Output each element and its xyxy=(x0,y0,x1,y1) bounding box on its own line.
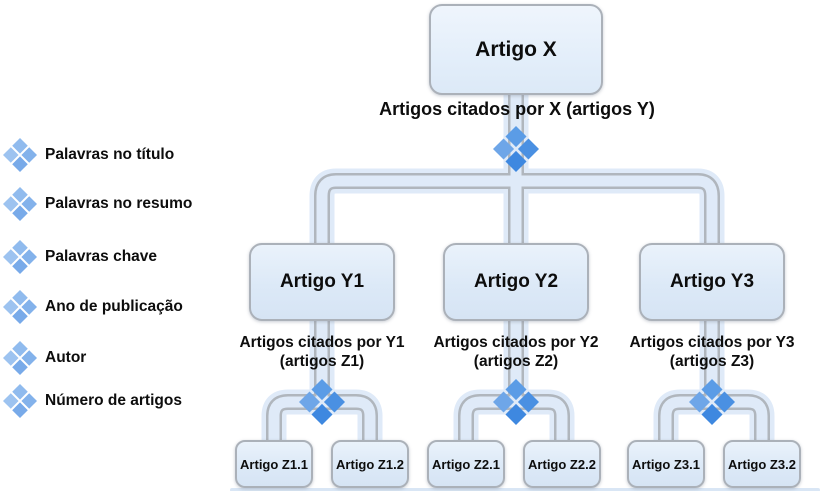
legend-item-label: Autor xyxy=(45,349,87,366)
node-artigo-z3-1: Artigo Z3.1 xyxy=(627,440,705,488)
legend-item-label: Ano de publicação xyxy=(45,298,183,315)
branch-junction-icon xyxy=(493,379,539,425)
node-label: Artigo Y3 xyxy=(669,271,755,292)
branch-caption-y2: Artigos citados por Y2 (artigos Z2) xyxy=(406,333,626,371)
diamond-cluster-icon xyxy=(3,290,37,324)
caption-line: (artigos Z2) xyxy=(473,353,559,370)
diamond-cluster-icon xyxy=(3,187,37,221)
legend-item-label: Palavras no resumo xyxy=(45,195,193,212)
caption-line: Artigos citados por Y1 xyxy=(239,334,405,351)
caption-line: Artigos citados por Y3 xyxy=(629,334,795,351)
node-artigo-z2-1: Artigo Z2.1 xyxy=(427,440,505,488)
node-artigo-x: Artigo X xyxy=(429,4,603,95)
diamond-cluster-icon xyxy=(3,341,37,375)
node-label: Artigo Z1.2 xyxy=(336,456,404,472)
root-caption: Artigos citados por X (artigos Y) xyxy=(379,99,655,119)
branch-caption-y1: Artigos citados por Y1 (artigos Z1) xyxy=(212,333,432,371)
node-artigo-y2: Artigo Y2 xyxy=(443,243,589,321)
branch-caption-y3: Artigos citados por Y3 (artigos Z3) xyxy=(602,333,822,371)
node-artigo-z1-2: Artigo Z1.2 xyxy=(331,440,409,488)
diamond-cluster-icon xyxy=(3,240,37,274)
node-label: Artigo Y1 xyxy=(279,271,365,292)
diamond-cluster-icon xyxy=(3,138,37,172)
legend-item: Autor xyxy=(3,341,86,375)
bottom-edge-strip xyxy=(230,488,820,491)
node-artigo-z3-2: Artigo Z3.2 xyxy=(723,440,801,488)
legend-item-label: Número de artigos xyxy=(45,392,182,409)
legend-item-label: Palavras chave xyxy=(45,248,158,265)
caption-line: (artigos Z3) xyxy=(669,353,755,370)
legend-item: Palavras no resumo xyxy=(3,187,192,221)
node-label: Artigo X xyxy=(475,37,557,61)
legend-item-label: Palavras no título xyxy=(45,146,175,163)
legend-item: Número de artigos xyxy=(3,384,182,418)
node-artigo-y1: Artigo Y1 xyxy=(249,243,395,321)
diamond-cluster-icon xyxy=(3,384,37,418)
node-label: Artigo Z2.2 xyxy=(528,456,596,472)
caption-line: (artigos Z1) xyxy=(279,353,365,370)
node-label: Artigo Z1.1 xyxy=(240,456,308,472)
branch-junction-icon xyxy=(689,379,735,425)
node-label: Artigo Z3.2 xyxy=(728,456,796,472)
node-artigo-z1-1: Artigo Z1.1 xyxy=(235,440,313,488)
caption-line: Artigos citados por Y2 xyxy=(433,334,599,351)
node-label: Artigo Z3.1 xyxy=(632,456,700,472)
branch-junction-icon xyxy=(299,379,345,425)
node-label: Artigo Z2.1 xyxy=(432,456,500,472)
legend-item: Palavras chave xyxy=(3,240,157,274)
node-label: Artigo Y2 xyxy=(473,271,559,292)
node-artigo-z2-2: Artigo Z2.2 xyxy=(523,440,601,488)
legend-item: Palavras no título xyxy=(3,138,174,172)
legend-item: Ano de publicação xyxy=(3,290,183,324)
node-artigo-y3: Artigo Y3 xyxy=(639,243,785,321)
branch-junction-icon xyxy=(493,126,539,172)
